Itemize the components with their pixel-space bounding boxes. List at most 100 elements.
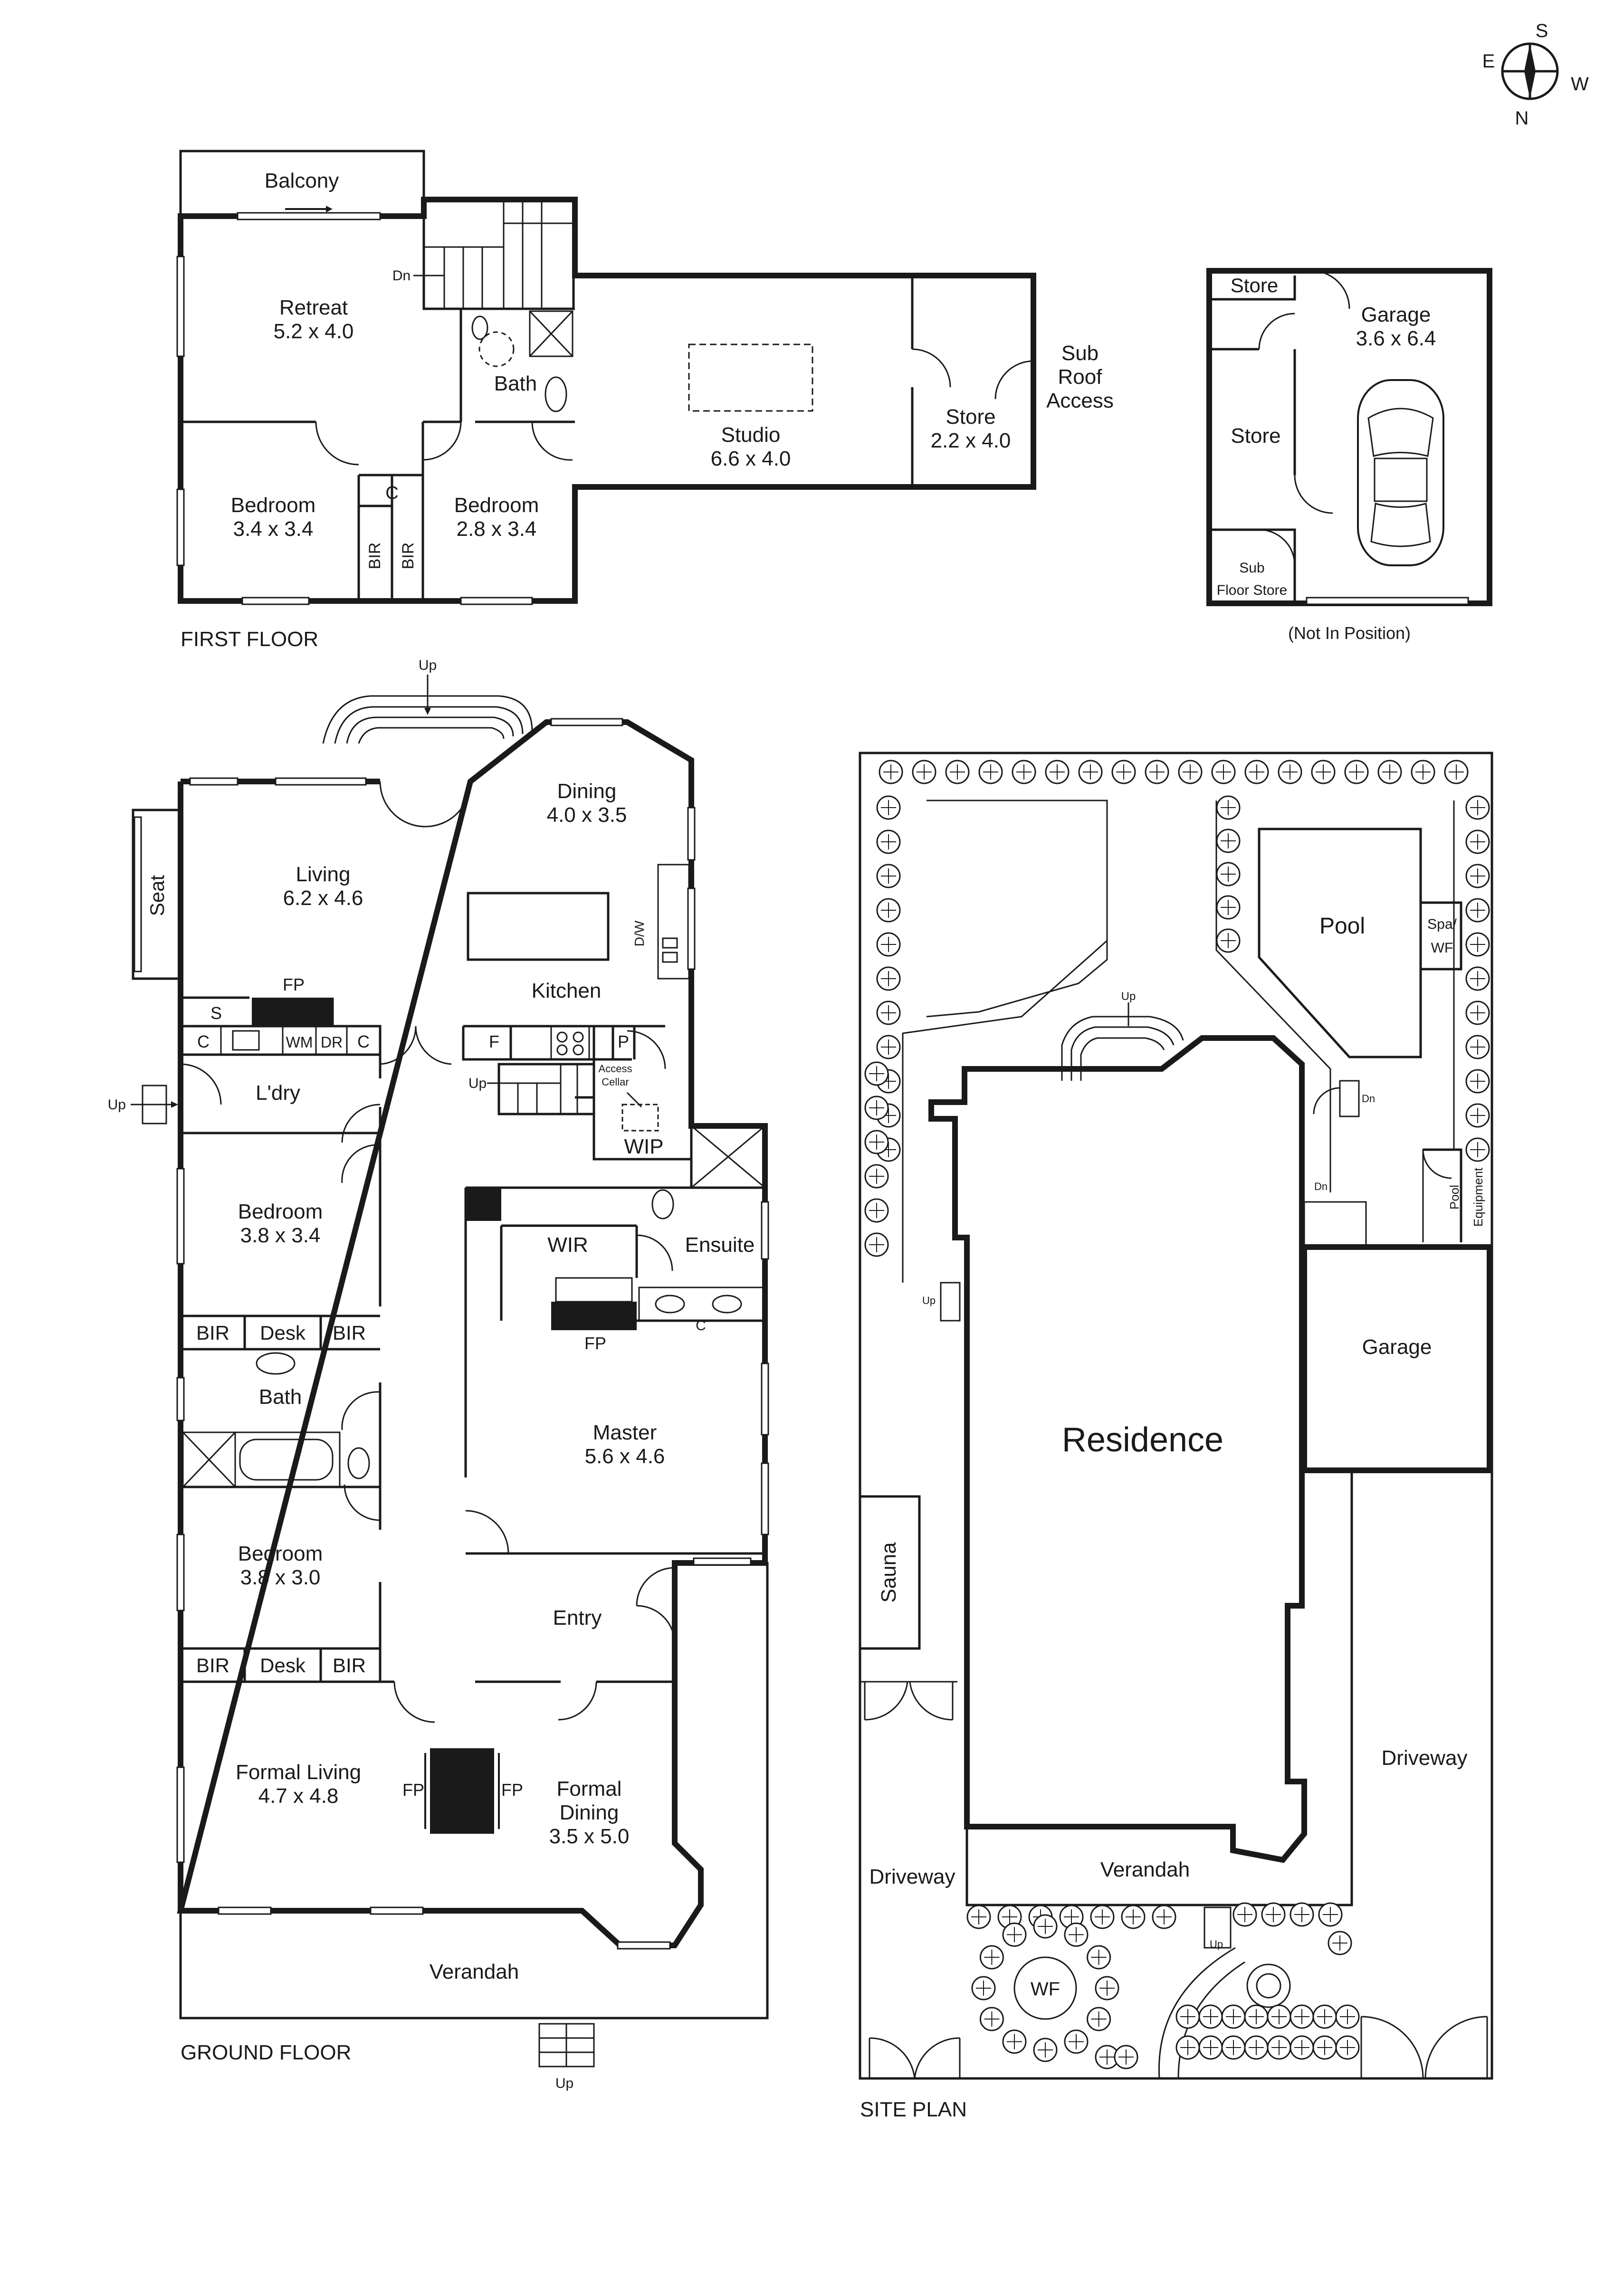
shrub-branches-icon <box>1317 2009 1332 2024</box>
shrub-branches-icon <box>1116 764 1131 780</box>
shrub-branches-icon <box>869 1237 884 1252</box>
desk-ground-1: Desk <box>260 1322 306 1344</box>
vanity-basin-first-floor <box>478 331 515 367</box>
shrub-branches-icon <box>983 764 998 780</box>
entry-label: Entry <box>553 1606 602 1629</box>
shrub-branches-icon <box>1050 764 1065 780</box>
side-step <box>131 1085 178 1124</box>
driveway-left-label: Driveway <box>869 1865 955 1888</box>
shrub-branches-icon <box>869 1203 884 1218</box>
shrub-branches-icon <box>869 1169 884 1184</box>
shrub-branches-icon <box>917 764 932 780</box>
shrub-branches-icon <box>1332 1935 1347 1951</box>
shrub-branches-icon <box>1470 971 1485 986</box>
water-feature <box>1013 1956 1077 2020</box>
wf-label: WF <box>1031 1979 1060 2000</box>
shrub-branches-icon <box>1091 1950 1107 1965</box>
shrub-branches-icon <box>1203 2040 1218 2055</box>
formal-dining-size: 3.5 x 5.0 <box>549 1825 630 1848</box>
shrub-branches-icon <box>1249 2040 1264 2055</box>
shower-ground-floor <box>182 1431 236 1488</box>
shrub-branches-icon <box>1083 764 1098 780</box>
fireplace-formal <box>430 1748 494 1834</box>
first-floor-stairs <box>422 198 575 310</box>
fireplace-master <box>551 1302 637 1330</box>
kitchen-cooktop <box>550 1025 590 1060</box>
store-first-floor-label: Store <box>946 405 995 429</box>
wip-label: WIP <box>624 1135 663 1158</box>
compass-e: E <box>1482 51 1495 72</box>
shrub-branches-icon <box>1126 1909 1141 1924</box>
shrub-branches-icon <box>1340 2040 1355 2055</box>
shrub-branches-icon <box>1007 1927 1022 1943</box>
site-up-label-3: Up <box>1210 1938 1223 1950</box>
store-garage-top-label: Store <box>1231 274 1278 296</box>
site-plan-caption: SITE PLAN <box>860 2098 967 2121</box>
verandah-ground-label: Verandah <box>430 1960 519 1983</box>
linen-cupboard-label: C <box>385 483 398 503</box>
shrub-branches-icon <box>1180 2009 1195 2024</box>
shrub-branches-icon <box>1149 764 1165 780</box>
shrub-branches-icon <box>1349 764 1364 780</box>
shrub-branches-icon <box>1221 833 1236 848</box>
bedroom-first-floor-2-size: 2.8 x 3.4 <box>457 517 537 541</box>
shrub-branches-icon <box>1294 2040 1309 2055</box>
front-step <box>538 2023 595 2067</box>
site-up-label-2: Up <box>922 1295 936 1306</box>
laundry-label: L'dry <box>256 1081 300 1105</box>
shrub-branches-icon <box>1271 2009 1287 2024</box>
bedroom-ground-1-label: Bedroom <box>238 1200 323 1223</box>
garden-shrubs <box>864 760 1490 2069</box>
site-dn-label-1: Dn <box>1362 1093 1375 1105</box>
shrub-branches-icon <box>1118 2049 1134 2065</box>
formal-dining-label-1: Formal <box>557 1777 622 1801</box>
access-cellar-line1: Access <box>599 1063 632 1075</box>
compass-needle <box>1524 44 1536 99</box>
bir-ground-1a: BIR <box>196 1322 229 1344</box>
shrub-branches-icon <box>1237 1907 1252 1922</box>
desk-ground-2: Desk <box>260 1654 306 1677</box>
compass-s: S <box>1536 20 1548 41</box>
shrub-branches-icon <box>1099 2049 1115 2065</box>
studio-size: 6.6 x 4.0 <box>711 447 791 470</box>
sub-floor-store-line2: Floor Store <box>1217 582 1287 598</box>
bedroom-first-floor-1-size: 3.4 x 3.4 <box>233 517 314 541</box>
ensuite-label: Ensuite <box>685 1233 755 1257</box>
sauna-label: Sauna <box>877 1542 900 1603</box>
fountain-basin <box>1246 1963 1291 2008</box>
shrub-branches-icon <box>950 764 965 780</box>
bir-ground-2a: BIR <box>196 1654 229 1677</box>
shrub-branches-icon <box>1470 1108 1485 1123</box>
shrub-branches-icon <box>881 834 896 849</box>
site-dn-label-2: Dn <box>1314 1181 1328 1192</box>
shrub-branches-icon <box>1221 800 1236 815</box>
c-ensuite-label: C <box>696 1318 706 1334</box>
shrub-branches-icon <box>1470 1039 1485 1055</box>
first-floor-caption: FIRST FLOOR <box>181 628 318 651</box>
spa-label-2: WF <box>1431 940 1453 956</box>
bath-ground-label: Bath <box>259 1385 302 1409</box>
shrub-branches-icon <box>1221 867 1236 882</box>
shrub-branches-icon <box>1317 2040 1332 2055</box>
rear-up-label: Up <box>419 657 437 673</box>
shrub-branches-icon <box>1470 834 1485 849</box>
bir-ground-2b: BIR <box>333 1654 366 1677</box>
shrub-branches-icon <box>881 1005 896 1020</box>
spa-label-1: Spa/ <box>1427 916 1457 932</box>
shrub-branches-icon <box>1249 2009 1264 2024</box>
car-outline <box>1357 379 1444 566</box>
shrub-branches-icon <box>1226 2009 1241 2024</box>
retreat-size: 5.2 x 4.0 <box>274 320 354 343</box>
compass-w: W <box>1571 74 1589 95</box>
bedroom-first-floor-1-label: Bedroom <box>231 494 316 517</box>
formal-living-label: Formal Living <box>236 1761 361 1784</box>
shrub-branches-icon <box>1226 2040 1241 2055</box>
shrub-branches-icon <box>869 1066 884 1081</box>
shrub-branches-icon <box>881 903 896 918</box>
site-plan: Pool Spa/ WF Pool Equipment Up Residence… <box>859 752 1493 2121</box>
studio-label: Studio <box>721 423 781 447</box>
kitchen-island <box>467 892 610 961</box>
store-garage-mid-label: Store <box>1231 424 1280 448</box>
balcony-label: Balcony <box>265 169 339 192</box>
